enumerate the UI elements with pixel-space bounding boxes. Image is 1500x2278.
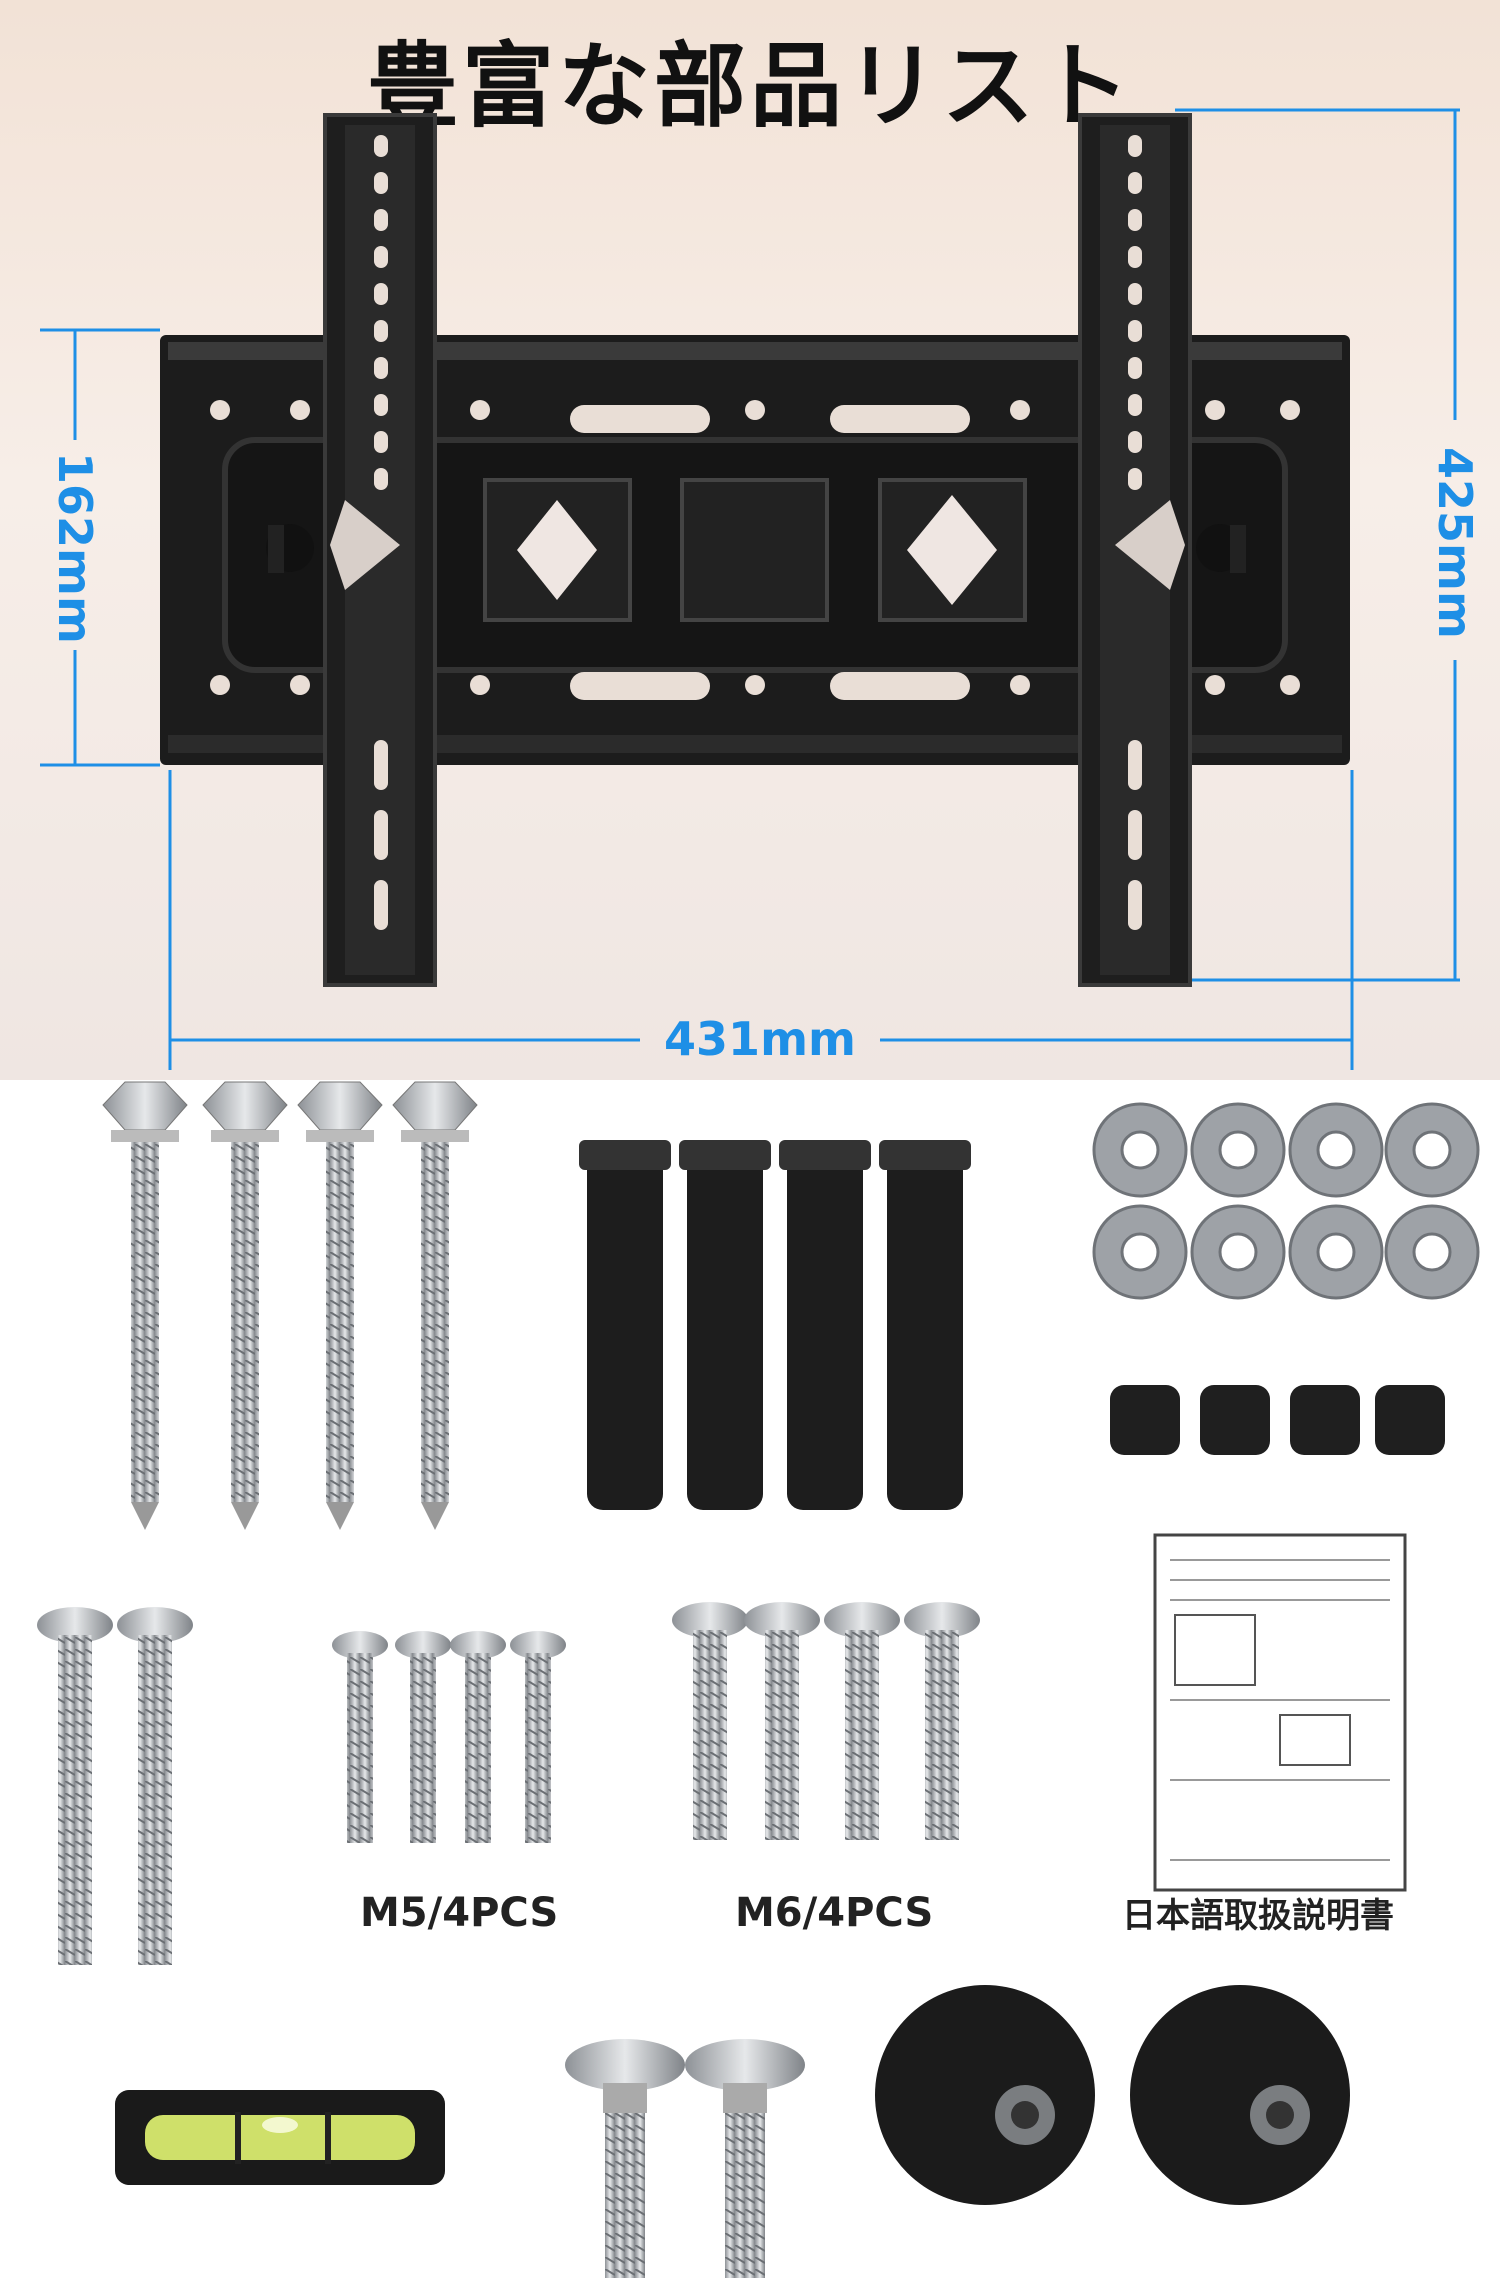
lag-bolts	[102, 1081, 478, 1530]
caption-m5: M5/4PCS	[360, 1890, 559, 1936]
wall-anchors	[579, 1140, 971, 1510]
dim-width: 431mm	[664, 1012, 856, 1066]
wall-plate	[160, 335, 1350, 765]
m5-screws	[332, 1631, 566, 1843]
page-title: 豊富な部品リスト	[365, 33, 1134, 140]
manual-illustration	[1153, 1533, 1407, 1892]
washers	[1092, 1102, 1480, 1300]
carriage-bolts	[565, 2039, 805, 2278]
dimension-lines	[40, 108, 1460, 1070]
bubble-level	[115, 2090, 445, 2185]
long-bolts	[37, 1607, 193, 1965]
left-arm	[266, 113, 437, 987]
m6-screws	[672, 1602, 980, 1840]
caption-m6: M6/4PCS	[735, 1890, 934, 1936]
caption-manual: 日本語取扱説明書	[1122, 1896, 1394, 1936]
bracket-diagram	[40, 108, 1460, 1070]
knobs	[875, 1985, 1350, 2205]
spacers	[1110, 1385, 1445, 1455]
right-arm	[1078, 113, 1246, 987]
